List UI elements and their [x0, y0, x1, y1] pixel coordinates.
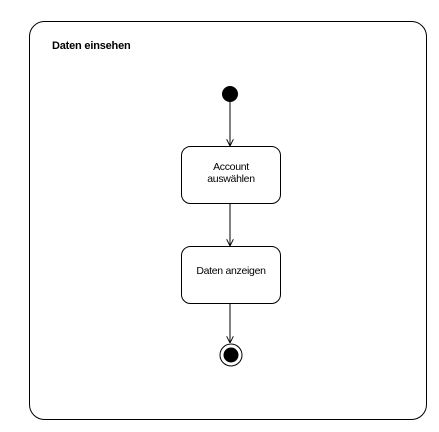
action-account-auswaehlen — [181, 146, 281, 204]
action-daten-anzeigen — [181, 246, 281, 304]
final-node-inner — [223, 347, 239, 363]
action-label-account-auswaehlen: Account auswählen — [207, 161, 255, 185]
activity-frame — [29, 21, 427, 420]
activity-title: Daten einsehen — [52, 40, 131, 52]
action-label-daten-anzeigen: Daten anzeigen — [196, 265, 266, 277]
initial-node — [222, 86, 238, 102]
